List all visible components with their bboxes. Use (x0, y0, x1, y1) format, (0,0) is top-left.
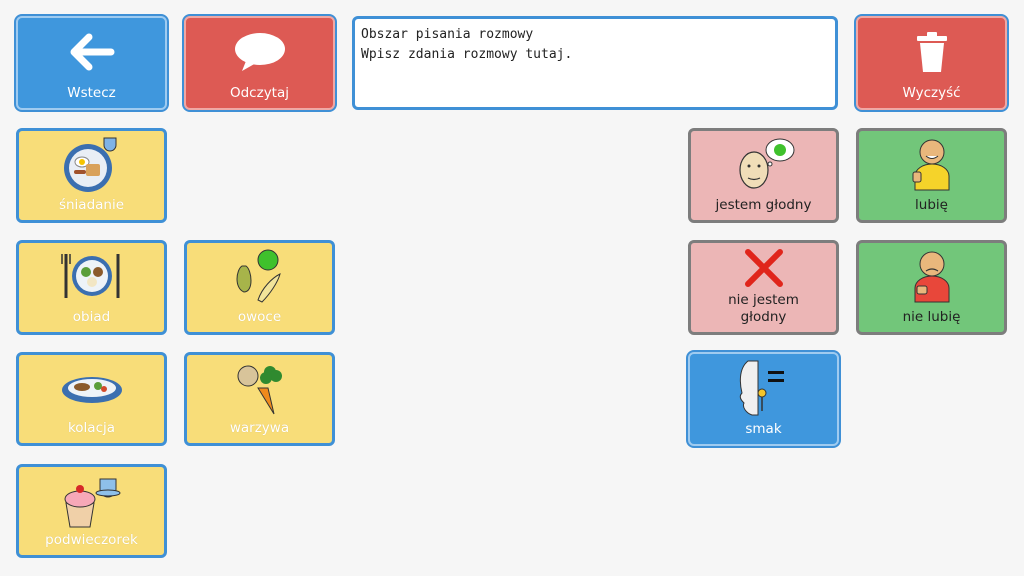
category-vegetables[interactable]: warzywa (184, 352, 335, 446)
dinner-icon (19, 243, 164, 309)
back-button[interactable]: Wstecz (16, 16, 167, 110)
phrase-label: nie lubię (902, 309, 961, 325)
category-fruit[interactable]: owoce (184, 240, 335, 335)
phrase-like[interactable]: lubię (856, 128, 1007, 223)
speech-bubble-icon (186, 18, 333, 85)
category-label: obiad (72, 309, 111, 325)
phrase-label: smak (745, 421, 782, 437)
trash-icon (858, 18, 1005, 85)
thumbs-up-person-icon (859, 131, 1004, 197)
breakfast-icon (19, 131, 164, 197)
vegetables-icon (187, 355, 332, 420)
phrase-label: lubię (915, 197, 948, 213)
category-supper[interactable]: kolacja (16, 352, 167, 446)
category-breakfast[interactable]: śniadanie (16, 128, 167, 223)
thumbs-down-person-icon (859, 243, 1004, 309)
supper-icon (19, 355, 164, 420)
category-label: warzywa (229, 420, 290, 436)
message-area-title: Obszar pisania rozmowy (361, 27, 534, 42)
back-label: Wstecz (67, 85, 116, 101)
category-dinner[interactable]: obiad (16, 240, 167, 335)
red-x-icon (691, 243, 836, 292)
category-afternoon-tea[interactable]: podwieczorek (16, 464, 167, 558)
read-button[interactable]: Odczytaj (184, 16, 335, 110)
read-label: Odczytaj (229, 85, 289, 101)
message-area-placeholder: Wpisz zdania rozmowy tutaj. (361, 47, 573, 62)
category-label: podwieczorek (45, 532, 138, 548)
afternoon-tea-icon (19, 467, 164, 532)
fruit-icon (187, 243, 332, 309)
back-arrow-icon (18, 18, 165, 85)
clear-button[interactable]: Wyczyść (856, 16, 1007, 110)
phrase-label: nie jestem głodny (728, 292, 799, 325)
phrase-not-hungry[interactable]: nie jestem głodny (688, 240, 839, 335)
phrase-dislike[interactable]: nie lubię (856, 240, 1007, 335)
message-area[interactable]: Obszar pisania rozmowy Wpisz zdania rozm… (352, 16, 838, 110)
category-label: owoce (237, 309, 282, 325)
taste-icon (690, 354, 837, 421)
phrase-label: jestem głodny (715, 197, 812, 213)
clear-label: Wyczyść (902, 85, 961, 101)
category-label: kolacja (67, 420, 116, 436)
phrase-taste[interactable]: smak (688, 352, 839, 446)
category-label: śniadanie (58, 197, 125, 213)
phrase-hungry[interactable]: jestem głodny (688, 128, 839, 223)
hungry-face-icon (691, 131, 836, 197)
